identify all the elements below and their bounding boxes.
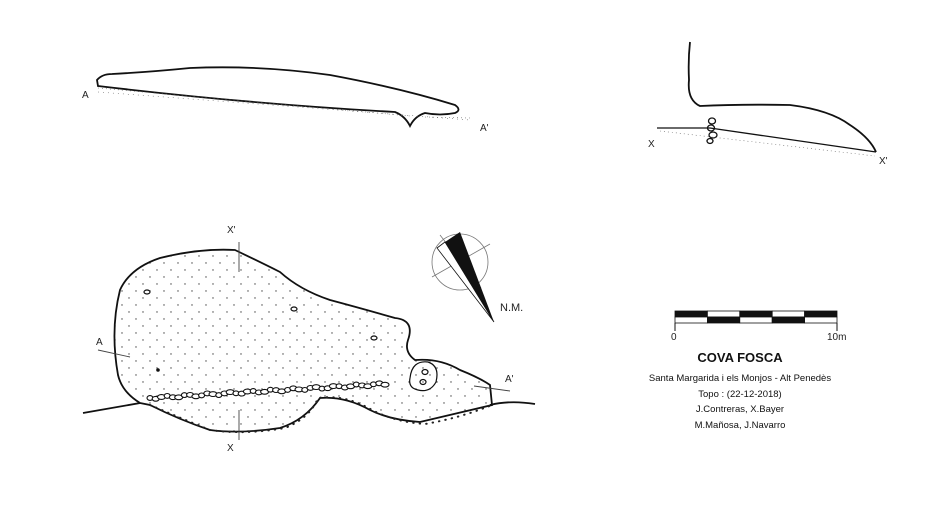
scale-segment — [739, 310, 773, 318]
scale-segment — [674, 310, 708, 318]
scale-segment — [771, 316, 806, 324]
section-x-left-label: X — [648, 139, 655, 150]
plan-x-bottom-label: X — [227, 443, 234, 454]
section-x-rock-pile — [706, 117, 718, 145]
scale-segment — [804, 316, 838, 324]
scale-segment — [804, 310, 838, 318]
section-a-floor-stipple — [97, 87, 471, 121]
survey-date: Topo : (22-12-2018) — [698, 388, 782, 400]
title-block: COVA FOSCA Santa Margarida i els Monjos … — [640, 350, 840, 433]
plan-section-lines — [97, 242, 511, 440]
section-a-left-label: A — [82, 90, 89, 101]
section-x-profile — [657, 41, 877, 153]
north-label: N.M. — [500, 302, 524, 314]
scale-segment — [771, 310, 806, 318]
section-x-right-label: X' — [879, 156, 888, 167]
plan-dripline — [149, 396, 493, 434]
scale-segment — [707, 316, 741, 324]
cave-location: Santa Margarida i els Monjos - Alt Pened… — [648, 373, 832, 384]
boulder — [380, 381, 390, 388]
plan-a-left-label: A — [96, 337, 103, 348]
plan-features — [143, 289, 438, 392]
cave-name: COVA FOSCA — [697, 350, 783, 365]
scale-bar — [674, 310, 838, 331]
plan-a-right-label: A' — [505, 374, 514, 385]
scale-segment — [674, 316, 708, 324]
scale-start-label: 0 — [671, 332, 677, 343]
plan-outline — [82, 248, 536, 433]
north-arrow — [431, 232, 495, 323]
plan-x-top-label: X' — [227, 225, 236, 236]
scale-segment — [739, 316, 773, 324]
scale-segment — [707, 310, 741, 318]
scale-end-label: 10m — [827, 332, 847, 343]
plan-boulder-chain — [146, 380, 390, 402]
surveyors-2: M.Mañosa, J.Navarro — [694, 419, 786, 431]
section-a-right-label: A' — [480, 123, 489, 134]
section-a-profile — [96, 66, 460, 129]
section-x-floor-stipple — [659, 130, 876, 157]
surveyors-1: J.Contreras, X.Bayer — [695, 404, 785, 415]
